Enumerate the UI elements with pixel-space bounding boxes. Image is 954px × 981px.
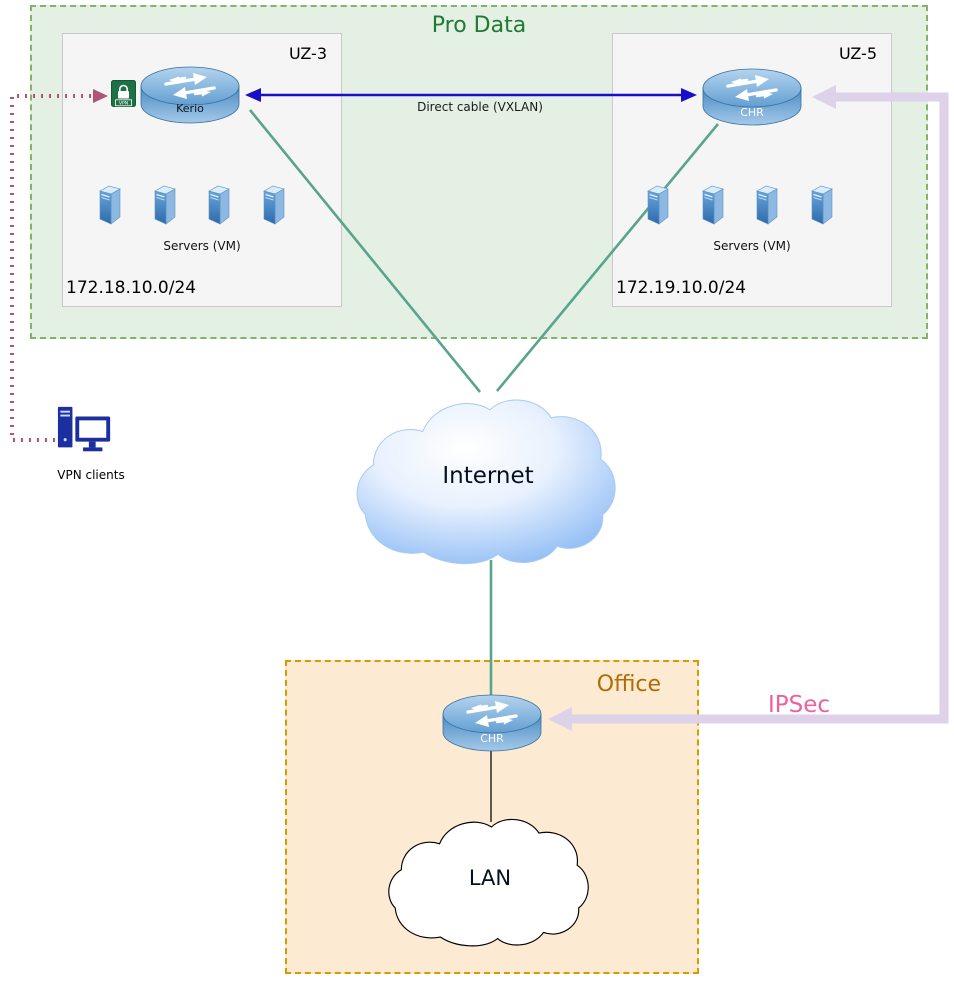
vpn-badge-label: VPN xyxy=(119,101,128,107)
server-icon xyxy=(809,182,835,228)
server-icon xyxy=(97,182,123,228)
uz3-servers-group xyxy=(97,182,287,228)
uz5-title: UZ-5 xyxy=(838,44,877,63)
server-icon xyxy=(261,182,287,228)
uz3-title: UZ-3 xyxy=(288,44,327,63)
vxlan-link-label: Direct cable (VXLAN) xyxy=(417,100,543,114)
server-icon xyxy=(152,182,178,228)
internet-label: Internet xyxy=(442,463,534,489)
uz5-subnet: 172.19.10.0/24 xyxy=(616,278,747,298)
vpn-clients-label: VPN clients xyxy=(57,468,125,482)
pro-data-title: Pro Data xyxy=(431,13,527,38)
server-icon xyxy=(206,182,232,228)
lan-label: LAN xyxy=(468,866,512,890)
vpn-badge-icon: VPN xyxy=(111,80,136,107)
kerio-router-label: Kerio xyxy=(176,102,204,115)
office-title: Office xyxy=(596,672,661,697)
ipsec-label: IPSec xyxy=(768,692,831,718)
office-router-label: CHR xyxy=(480,732,504,745)
uz5-servers-label: Servers (VM) xyxy=(713,239,791,253)
kerio-router-icon xyxy=(138,60,242,126)
server-icon xyxy=(645,182,671,228)
server-icon xyxy=(700,182,726,228)
uz3-subnet: 172.18.10.0/24 xyxy=(66,278,197,298)
uz5-servers-group xyxy=(645,182,835,228)
uz3-servers-label: Servers (VM) xyxy=(163,239,241,253)
server-icon xyxy=(754,182,780,228)
uz5-router-label: CHR xyxy=(740,106,764,119)
vpn-clients-icon xyxy=(56,404,114,458)
